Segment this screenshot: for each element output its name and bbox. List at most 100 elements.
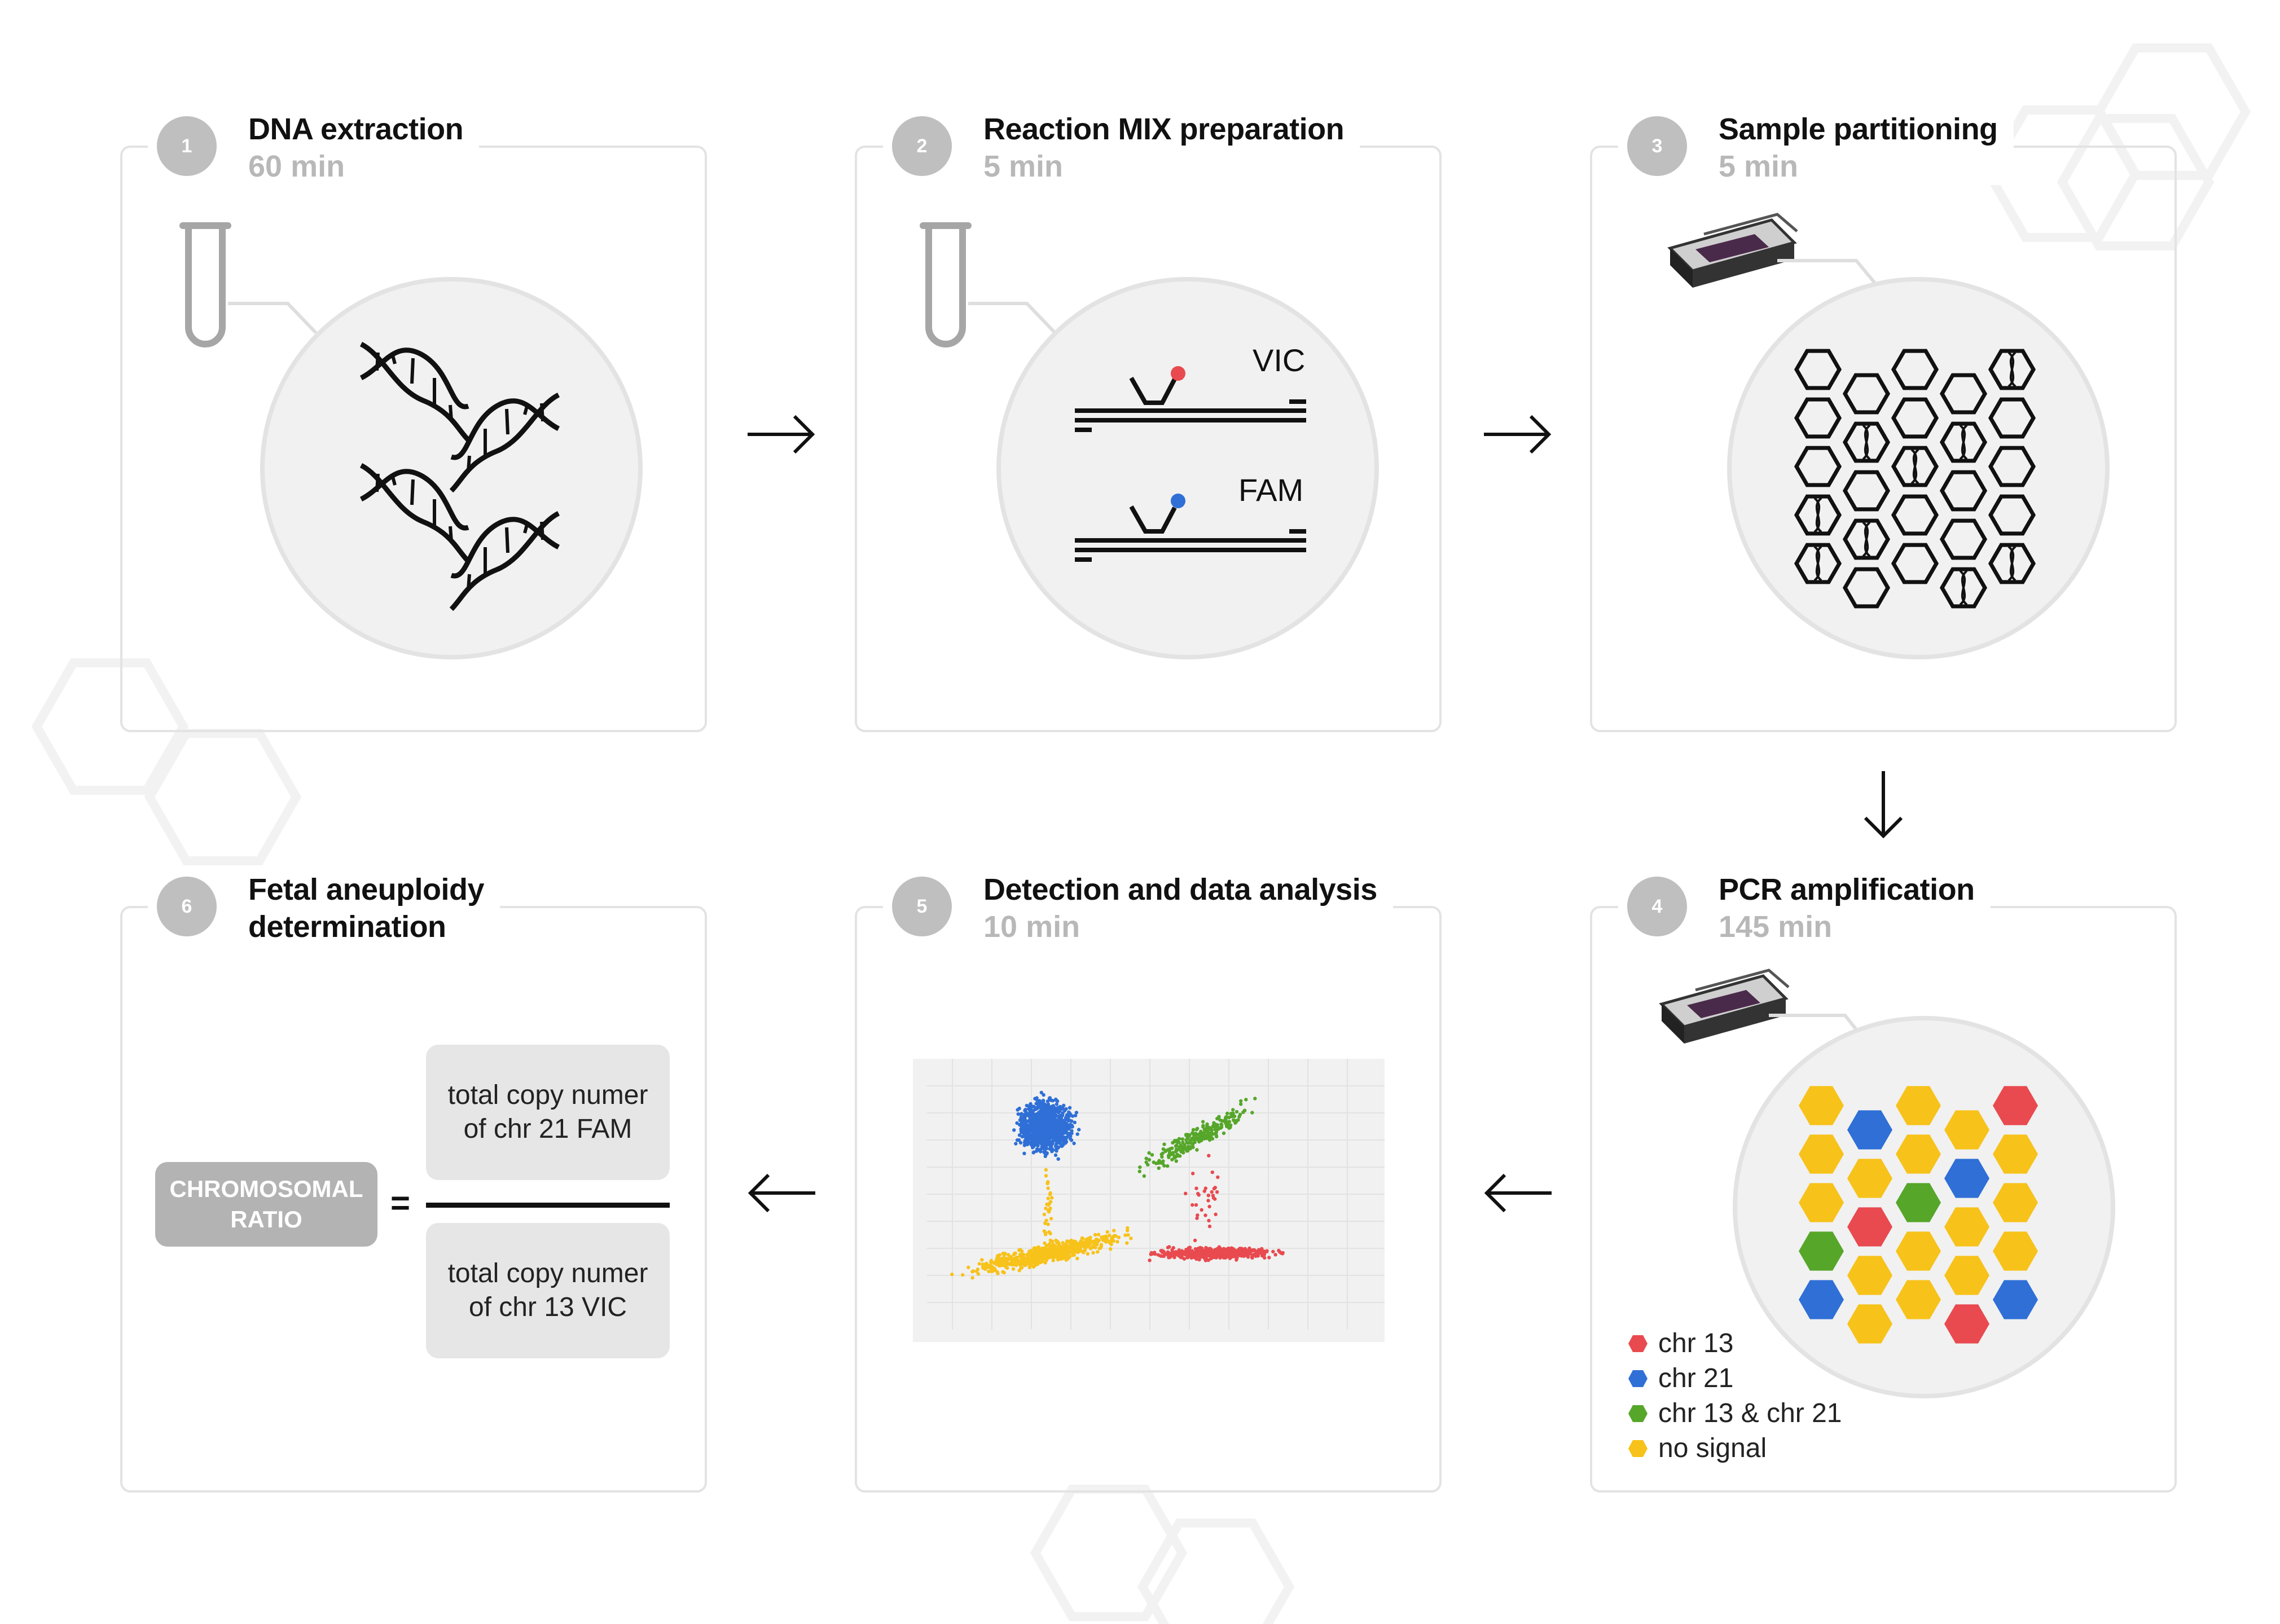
droplet-result-hexagon <box>1799 1134 1844 1174</box>
partition-grid <box>1794 349 2036 609</box>
step-duration: 5 min <box>983 149 1064 183</box>
vic-probe-diagram <box>1075 377 1306 432</box>
partition-hexagon <box>1988 446 2036 487</box>
step-1-header: 1 DNA extraction 60 min <box>148 111 480 185</box>
step-title-line-1: Fetal aneuploidy <box>248 873 485 906</box>
step-title: Sample partitioning <box>1719 112 1998 146</box>
numerator-box: total copy numer of chr 21 FAM <box>426 1045 670 1180</box>
ratio-badge-line-2: RATIO <box>230 1206 302 1233</box>
partition-hexagon <box>1842 373 1891 415</box>
dna-in-partition-icon <box>2007 545 2017 582</box>
equals-sign: = <box>390 1184 411 1222</box>
droplet-result-hexagon <box>1944 1110 1989 1150</box>
green-hexagon-icon <box>1628 1405 1648 1422</box>
partition-hexagon <box>1794 543 1842 584</box>
partition-hexagon <box>1988 494 2036 536</box>
partition-hexagon <box>1939 567 1988 609</box>
reaction-mix-illustration: VIC FAM <box>920 222 1379 659</box>
step-duration: 145 min <box>1719 910 1833 944</box>
droplet-result-hexagon <box>1799 1231 1844 1271</box>
partition-hexagon <box>1891 494 1939 536</box>
sample-partitioning-illustration <box>1667 213 2110 659</box>
dna-in-partition-icon <box>1959 424 1968 460</box>
dna-in-partition-icon <box>1910 448 1919 485</box>
arrow-right-icon <box>748 415 815 454</box>
vic-label: VIC <box>1253 342 1305 378</box>
step-title-line-2: determination <box>248 910 446 944</box>
denominator-line-1: total copy numer <box>447 1258 648 1288</box>
step-5-header: 5 Detection and data analysis 10 min <box>883 871 1393 945</box>
droplet-result-hexagon <box>1799 1183 1844 1222</box>
partition-hexagon <box>1891 397 1939 439</box>
chromosomal-ratio-badge: CHROMOSOMAL RATIO <box>155 1162 377 1247</box>
pcr-amplification-illustration <box>1659 969 2115 1398</box>
dna-in-partition-icon <box>1862 521 1871 557</box>
chr13-cluster <box>1148 1245 1285 1262</box>
no-signal-scatter <box>1042 1168 1054 1243</box>
droplet-result-hexagon <box>1847 1110 1892 1150</box>
partition-hexagon <box>1842 470 1891 512</box>
step-number-badge: 1 <box>157 116 217 176</box>
magnified-circle <box>1727 277 2110 659</box>
droplet-result-hexagon <box>1944 1159 1989 1198</box>
step-duration: 5 min <box>1719 149 1799 183</box>
step-2-header: 2 Reaction MIX preparation 5 min <box>883 111 1360 185</box>
step-number-badge: 4 <box>1627 877 1687 936</box>
numerator-line-2: of chr 21 FAM <box>463 1114 632 1144</box>
partition-hexagon <box>1988 349 2036 390</box>
legend-label: chr 13 <box>1658 1328 1734 1358</box>
step-6-header: 6 Fetal aneuploidy determination <box>148 871 500 945</box>
step-number-badge: 2 <box>892 116 952 176</box>
step-title: DNA extraction <box>248 112 464 146</box>
partition-hexagon <box>1891 543 1939 584</box>
legend-item: chr 13 & chr 21 <box>1628 1396 1842 1431</box>
fam-label: FAM <box>1238 472 1303 508</box>
arrow-left-icon <box>748 1173 815 1213</box>
yellow-hexagon-icon <box>1628 1440 1648 1457</box>
step-duration: 10 min <box>983 910 1080 944</box>
step-4-header: 4 PCR amplification 145 min <box>1618 871 1991 945</box>
droplet-result-hexagon <box>1896 1280 1941 1319</box>
partition-hexagon <box>1794 397 1842 439</box>
red-hexagon-icon <box>1628 1335 1648 1352</box>
droplet-result-hexagon <box>1896 1183 1941 1222</box>
legend-label: no signal <box>1658 1433 1767 1463</box>
ratio-badge-line-1: CHROMOSOMAL <box>169 1176 363 1202</box>
droplet-result-hexagon <box>1944 1256 1989 1295</box>
partition-hexagon <box>1939 373 1988 415</box>
droplet-result-hexagon <box>1799 1086 1844 1125</box>
step-number-badge: 6 <box>157 877 217 936</box>
chr13-scatter <box>1184 1154 1220 1243</box>
droplet-scatter-plot <box>913 1059 1385 1342</box>
denominator-line-2: of chr 13 VIC <box>468 1292 627 1322</box>
legend-label: chr 21 <box>1658 1363 1734 1393</box>
test-tube-icon <box>920 222 972 347</box>
chip-device-icon <box>1659 969 1790 1044</box>
legend-item: chr 21 <box>1628 1361 1842 1396</box>
magnified-circle <box>260 277 643 659</box>
step-duration: 60 min <box>248 149 345 183</box>
legend-label: chr 13 & chr 21 <box>1658 1398 1842 1428</box>
step-title: Detection and data analysis <box>983 873 1377 906</box>
droplet-result-hexagon <box>1944 1304 1989 1344</box>
blue-hexagon-icon <box>1628 1370 1648 1387</box>
dna-in-partition-icon <box>2007 351 2017 388</box>
step-title: PCR amplification <box>1719 873 1975 906</box>
fraction-bar <box>426 1203 670 1208</box>
partition-hexagon <box>1842 567 1891 609</box>
fam-fluorophore-dot <box>1171 494 1185 508</box>
droplet-result-hexagon <box>1799 1280 1844 1319</box>
legend-item: no signal <box>1628 1431 1842 1466</box>
partition-hexagon <box>1891 349 1939 390</box>
droplet-result-hexagon <box>1847 1304 1892 1344</box>
partition-hexagon <box>1988 543 2036 584</box>
droplet-result-hexagon <box>1847 1256 1892 1295</box>
step-title: Reaction MIX preparation <box>983 112 1345 146</box>
droplet-result-hexagon <box>1993 1134 2038 1174</box>
arrow-down-icon <box>1864 771 1903 839</box>
droplet-result-hexagon <box>1896 1134 1941 1174</box>
no-signal-cluster <box>950 1226 1133 1280</box>
result-legend: chr 13 chr 21 chr 13 & chr 21 no signal <box>1628 1326 1842 1466</box>
partition-hexagon <box>1794 494 1842 536</box>
